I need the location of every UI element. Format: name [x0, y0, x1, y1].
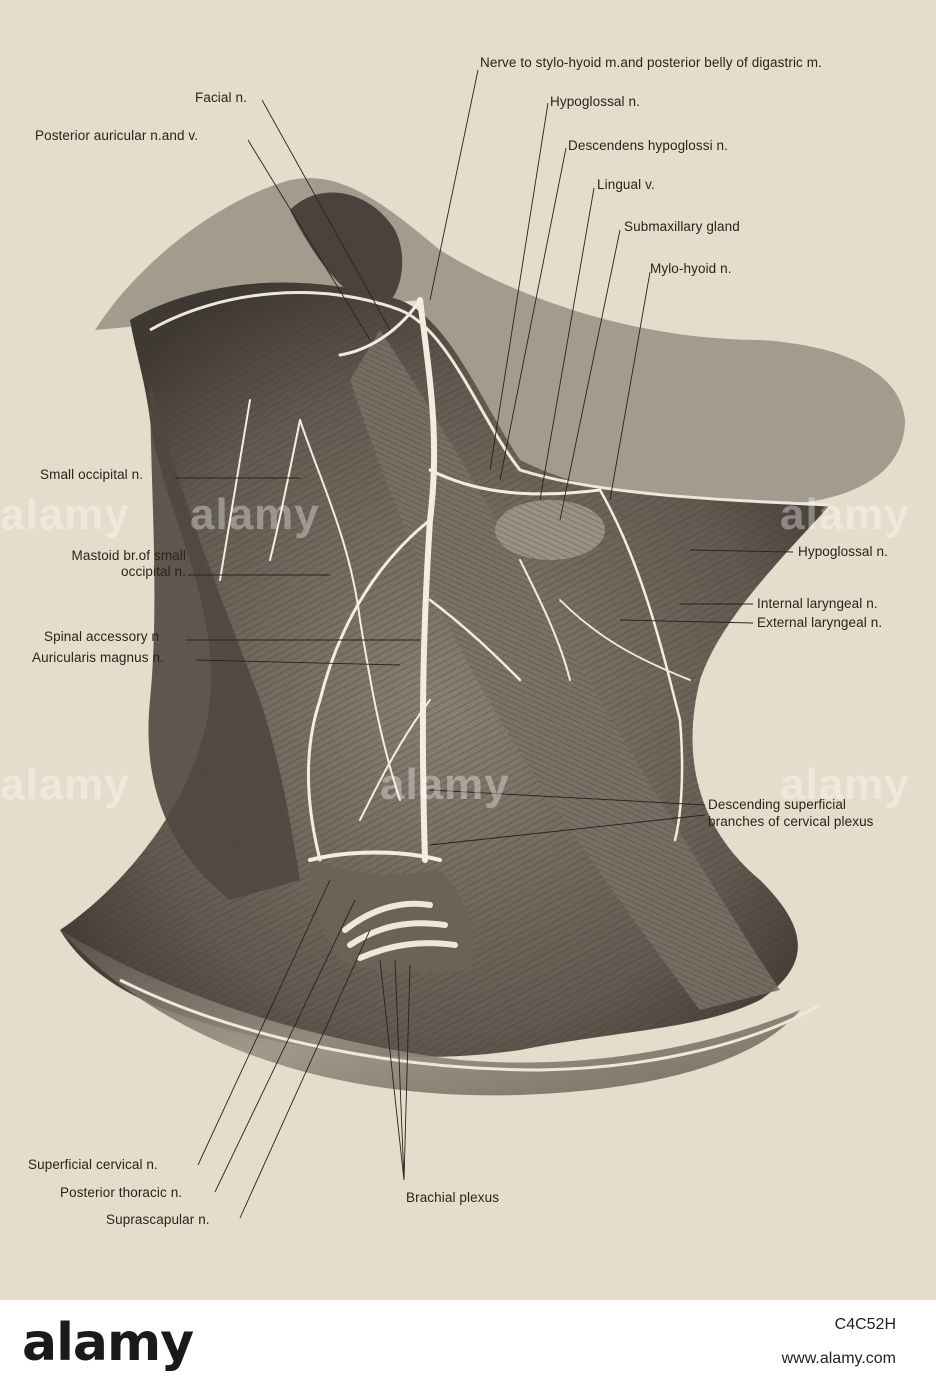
shoulder-region	[60, 930, 800, 1096]
neck-illustration	[60, 69, 905, 1219]
brachial-plexus-cords	[342, 900, 458, 961]
label-small-occipital: Small occipital n.	[40, 467, 144, 482]
label-hypoglossal-top: Hypoglossal n.	[550, 94, 640, 109]
leader-lines	[175, 69, 794, 1219]
label-descending-2: branches of cervical plexus	[708, 814, 874, 829]
jaw-region	[95, 178, 905, 505]
label-descending-1: Descending superficial	[708, 797, 847, 812]
label-suprascapular: Suprascapular n.	[106, 1212, 210, 1227]
label-brachial-plexus: Brachial plexus	[406, 1190, 500, 1205]
anatomical-plate: alamy alamy alamy alamy alamy alamy Nerv…	[0, 0, 936, 1300]
label-hypoglossal-right: Hypoglossal n.	[798, 544, 888, 559]
watermark-1: alamy	[0, 490, 130, 539]
nerve-network	[219, 297, 691, 863]
label-posterior-thoracic: Posterior thoracic n.	[60, 1185, 183, 1200]
alamy-logo: alamy	[22, 1313, 194, 1373]
skin-edge-highlight	[149, 291, 831, 507]
site-url: www.alamy.com	[781, 1350, 896, 1367]
watermark-5: alamy	[380, 760, 510, 809]
label-superficial-cervical: Superficial cervical n.	[28, 1157, 158, 1172]
watermark-2: alamy	[190, 490, 320, 539]
image-id: C4C52H	[834, 1316, 896, 1333]
stock-footer	[0, 1300, 936, 1390]
label-descendens-hypoglossi: Descendens hypoglossi n.	[568, 138, 728, 153]
label-external-laryngeal: External laryngeal n.	[757, 615, 883, 630]
watermark-6: alamy	[780, 760, 910, 809]
label-submaxillary: Submaxillary gland	[624, 219, 740, 234]
label-mastoid-1: Mastoid br.of small	[71, 548, 186, 563]
label-facial: Facial n.	[195, 90, 247, 105]
label-internal-laryngeal: Internal laryngeal n.	[757, 596, 878, 611]
label-spinal-accessory: Spinal accessory n	[44, 629, 160, 644]
watermark-3: alamy	[780, 490, 910, 539]
label-nerve-stylohyoid: Nerve to stylo-hyoid m.and posterior bel…	[480, 55, 822, 70]
label-mylo-hyoid: Mylo-hyoid n.	[650, 261, 732, 276]
watermark-4: alamy	[0, 760, 130, 809]
label-posterior-auricular: Posterior auricular n.and v.	[35, 128, 199, 143]
label-auricularis-magnus: Auricularis magnus n.	[32, 650, 164, 665]
label-mastoid-2: occipital n.	[121, 564, 186, 579]
label-lingual-v: Lingual v.	[597, 177, 655, 192]
